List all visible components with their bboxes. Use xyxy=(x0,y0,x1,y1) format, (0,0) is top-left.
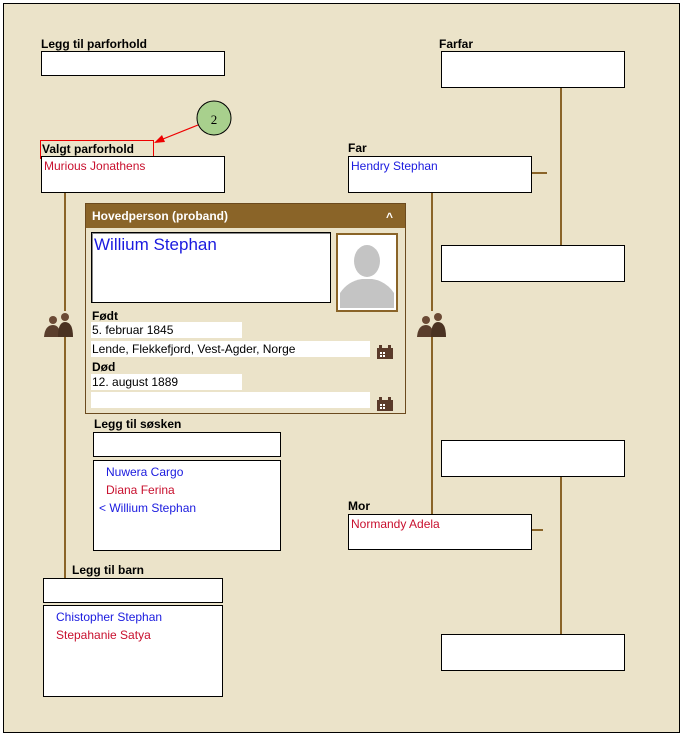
mother-name[interactable]: Normandy Adela xyxy=(351,517,440,531)
connector-line xyxy=(431,192,433,514)
selected-partner-label: Valgt parforhold xyxy=(42,142,135,156)
add-child-input[interactable] xyxy=(43,578,223,603)
died-place-input[interactable] xyxy=(91,392,370,408)
child-item[interactable]: Stepahanie Satya xyxy=(56,628,151,642)
sibling-item[interactable]: Nuwera Cargo xyxy=(106,465,184,479)
father-box[interactable]: Hendry Stephan xyxy=(348,156,532,193)
selected-partner-box[interactable]: Murious Jonathens xyxy=(41,156,225,193)
add-sibling-label: Legg til søsken xyxy=(94,417,182,431)
add-child-label: Legg til barn xyxy=(72,563,144,577)
proband-header: Hovedperson (proband) ^ xyxy=(86,204,405,228)
born-date-input[interactable]: 5. februar 1845 xyxy=(91,322,242,338)
connector-line xyxy=(531,529,543,531)
born-label: Født xyxy=(92,309,118,323)
mother-label: Mor xyxy=(348,499,370,513)
couple-photo-icon[interactable] xyxy=(415,311,449,337)
paternal-grandmother-box[interactable] xyxy=(441,245,625,282)
proband-name-box[interactable]: Willium Stephan xyxy=(91,232,331,303)
died-label: Død xyxy=(92,360,116,374)
annotation-number: 2 xyxy=(210,112,218,127)
father-name[interactable]: Hendry Stephan xyxy=(351,159,438,173)
died-date-input[interactable]: 12. august 1889 xyxy=(91,374,242,390)
add-partner-label: Legg til parforhold xyxy=(41,37,147,51)
born-place-input[interactable]: Lende, Flekkefjord, Vest-Agder, Norge xyxy=(91,341,370,357)
maternal-grandmother-box[interactable] xyxy=(441,634,625,671)
add-sibling-input[interactable] xyxy=(93,432,281,457)
sibling-item[interactable]: Diana Ferina xyxy=(106,483,175,497)
connector-line xyxy=(64,192,66,578)
place-picker-icon[interactable] xyxy=(377,397,393,411)
sibling-list: Nuwera Cargo Diana Ferina < Willium Step… xyxy=(93,460,281,551)
father-label: Far xyxy=(348,141,367,155)
couple-photo-icon[interactable] xyxy=(42,311,76,337)
children-list: Chistopher Stephan Stepahanie Satya xyxy=(43,605,223,697)
connector-line xyxy=(560,87,562,245)
add-partner-input[interactable] xyxy=(41,51,225,76)
person-silhouette-icon xyxy=(340,237,394,308)
paternal-grandfather-label: Farfar xyxy=(439,37,474,51)
proband-title: Hovedperson (proband) xyxy=(92,209,229,223)
collapse-button[interactable]: ^ xyxy=(385,210,393,224)
selected-partner-name[interactable]: Murious Jonathens xyxy=(44,159,146,173)
profile-photo[interactable] xyxy=(336,233,398,312)
place-picker-icon[interactable] xyxy=(377,345,393,359)
paternal-grandfather-box[interactable] xyxy=(441,51,625,88)
child-item[interactable]: Chistopher Stephan xyxy=(56,610,163,624)
maternal-grandfather-box[interactable] xyxy=(441,440,625,477)
sibling-item-self[interactable]: < Willium Stephan xyxy=(99,501,197,515)
proband-name[interactable]: Willium Stephan xyxy=(94,235,217,254)
annotation-callout xyxy=(154,100,232,143)
connector-line xyxy=(531,172,547,174)
connector-line xyxy=(560,476,562,634)
mother-box[interactable]: Normandy Adela xyxy=(348,514,532,550)
